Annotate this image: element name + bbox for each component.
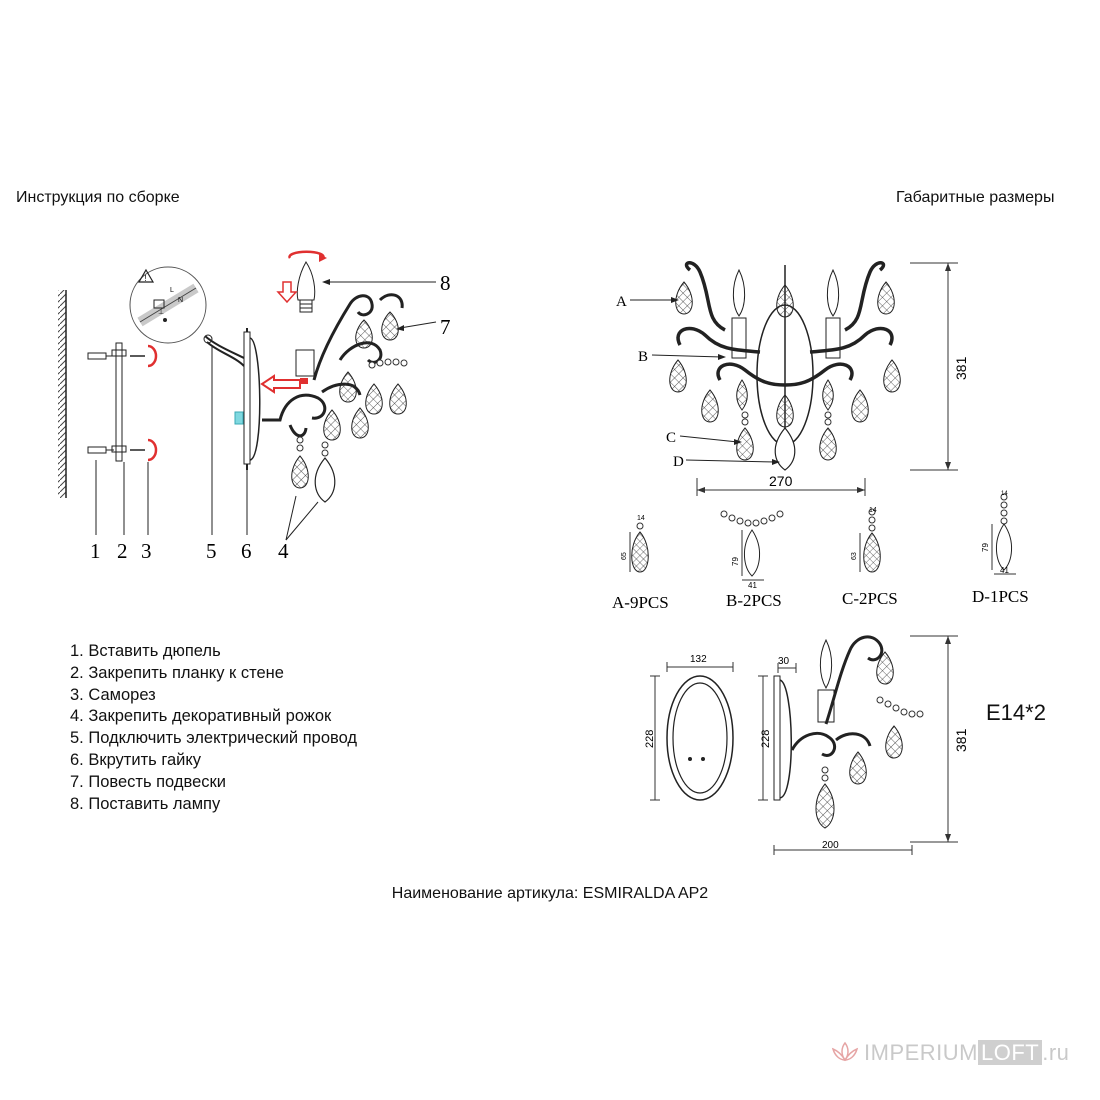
pendant-c-dim-height: 63: [851, 552, 858, 560]
pendant-d-code: D-1PCS: [972, 587, 1029, 606]
back-depth-dim: 30: [778, 656, 790, 667]
pendant-d-icon: [991, 493, 1016, 575]
lamp-spec: E14*2: [986, 700, 1046, 725]
callout-5: 5: [206, 539, 217, 563]
lamp-icon: [276, 250, 327, 313]
front-view-diagram: 270 381 A B C D: [616, 261, 969, 496]
side-profile-icon: [773, 638, 835, 801]
callout-2: 2: [117, 539, 128, 563]
pendant-d-dim-width: 41: [1000, 566, 1009, 575]
candle-icon: [731, 268, 841, 359]
pendant-a-dim-top: 14: [637, 515, 645, 522]
pendant-d-dim-height: 79: [981, 543, 990, 552]
wiring-label-n: N: [178, 297, 183, 304]
canopy-icon: [234, 328, 261, 470]
callout-8: 8: [440, 271, 451, 295]
front-height-dim: 381: [953, 356, 969, 380]
wiring-label-l: L: [170, 287, 174, 294]
assembly-header: Инструкция по сборке: [16, 189, 180, 206]
article-name: Наименование артикула: ESMIRALDA AP2: [391, 885, 709, 902]
step-item: 8. Поставить лампу: [70, 794, 221, 813]
pendant-c-code: C-2PCS: [842, 589, 898, 608]
callout-4: 4: [278, 539, 289, 563]
screw-icon: [130, 344, 158, 462]
wall-hatch: [58, 290, 66, 498]
side-view-diagram: 132 228 30 228 2: [644, 635, 969, 855]
step-item: 4. Закрепить декоративный рожок: [70, 707, 332, 726]
watermark-domain: .ru: [1042, 1040, 1070, 1065]
callout-7: 7: [440, 315, 451, 339]
step-item: 3. Саморез: [70, 685, 156, 704]
front-label-d: D: [673, 454, 684, 470]
plate-width-dim: 132: [690, 654, 707, 665]
wall-plate-icon: [666, 675, 734, 801]
callout-6: 6: [241, 539, 252, 563]
front-label-c: C: [666, 430, 676, 446]
plate-height-dim: 228: [644, 730, 656, 748]
watermark-loft: LOFT: [978, 1040, 1043, 1065]
pendant-c-dim-top: 14: [869, 507, 877, 514]
pendant-a-dim-height: 65: [621, 552, 628, 560]
mounting-bar-icon: [111, 342, 127, 462]
step-item: 1. Вставить дюпель: [70, 642, 221, 660]
pendant-b-dim-width: 41: [748, 581, 757, 590]
assembly-steps-list: 1. Вставить дюпель 2. Закрепить планку к…: [70, 641, 357, 815]
watermark-imperium: IMPERIUM: [864, 1040, 978, 1065]
lotus-logo-icon: [831, 1041, 859, 1062]
svg-text:!: !: [145, 274, 147, 283]
dimensions-header: Габаритные размеры: [896, 189, 1055, 206]
crystal-pendant-icon: [291, 311, 407, 489]
front-width-dim: 270: [769, 473, 793, 489]
dowel-icon: [87, 352, 114, 454]
total-depth-dim: 200: [822, 840, 839, 851]
pendant-c-icon: [859, 508, 881, 573]
pendant-a-code: A-9PCS: [612, 593, 669, 612]
pendant-b-icon: [720, 510, 784, 581]
wiring-detail-icon: ! L N ⊥: [129, 266, 207, 344]
insert-arrow-icon: [260, 374, 301, 394]
pendant-a-icon: [629, 522, 649, 573]
pendant-b-dim-height: 79: [731, 557, 740, 566]
total-height-dim: 381: [953, 728, 969, 752]
pendant-b-code: B-2PCS: [726, 591, 782, 610]
callout-3: 3: [141, 539, 152, 563]
callout-1: 1: [90, 539, 101, 563]
front-label-a: A: [616, 294, 627, 310]
step-item: 2. Закрепить планку к стене: [70, 663, 284, 682]
front-label-b: B: [638, 349, 648, 365]
step-item: 6. Вкрутить гайку: [70, 750, 202, 769]
step-item: 5. Подключить электрический провод: [70, 729, 358, 748]
pendant-d-dim-top: 14: [1001, 491, 1008, 497]
pendant-types-diagram: 14 65 A-9PCS 79 41 B-2PCS 14 63 C-2PCS 1…: [612, 491, 1029, 612]
assembly-diagram: ! L N ⊥: [58, 250, 451, 563]
wiring-label-ground: ⊥: [158, 309, 164, 316]
step-item: 7. Повесть подвески: [70, 772, 226, 791]
back-height-dim: 228: [760, 730, 772, 748]
